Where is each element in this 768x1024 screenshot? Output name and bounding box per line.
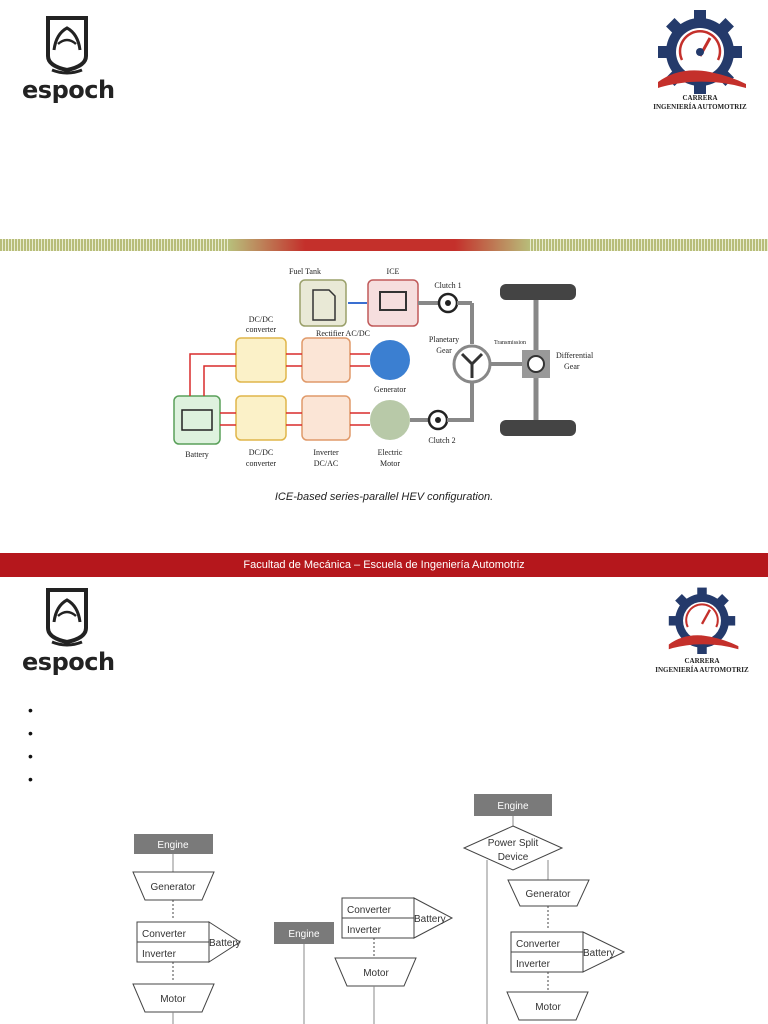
split-engine-box [474,794,552,816]
dcdc-top-label-2: converter [246,325,277,334]
split-engine-label: Engine [497,801,529,812]
espoch-logo: espoch [22,14,115,104]
psd-label-2: Device [498,852,529,863]
dcdc-bottom-label-2: converter [246,459,277,468]
fuel-tank-label: Fuel Tank [289,267,321,276]
ingenieria-label: INGENIERÍA AUTOMOTRIZ [653,103,747,111]
series-battery-label: Battery [209,938,241,949]
power-split-device-shape [462,825,564,871]
inverter-label-1: Inverter [313,448,339,457]
split-motor-label: Motor [535,1002,561,1013]
generator-label: Generator [374,385,406,394]
carrera-logo: CARRERA INGENIERÍA AUTOMOTRIZ [650,8,750,118]
series-converter-label: Converter [142,929,187,940]
wheel-top [500,284,576,300]
parallel-converter-label: Converter [347,905,392,916]
split-generator-shape [507,879,590,907]
espoch-wordmark: espoch [22,76,115,104]
electric-motor-icon [370,400,410,440]
generator-icon [370,340,410,380]
section-divider [0,239,768,251]
parallel-inverter-label: Inverter [347,925,382,936]
bullet-4: • [28,771,33,787]
dcdc-top-label-1: DC/DC [249,315,273,324]
differential-label-2: Gear [564,362,580,371]
espoch-shield-icon [46,588,88,647]
parallel-motor-label: Motor [363,968,389,979]
battery-box [173,395,221,445]
psd-label-1: Power Split [488,838,539,849]
series-generator-label: Generator [150,882,196,893]
parallel-motor-shape [334,957,417,987]
rectifier-label: Rectifier AC/DC [316,329,370,338]
hybrid-architectures-diagram: Engine Generator Converter Inverter Batt… [132,794,626,1024]
planetary-label-1: Planetary [429,335,459,344]
differential-label-1: Differential [556,351,594,360]
carrera-label: CARRERA [682,94,718,102]
gear-gauge-icon [668,587,739,654]
planetary-label-2: Gear [436,346,452,355]
bullet-3: • [28,748,33,764]
clutch1-label: Clutch 1 [434,281,461,290]
electric-motor-label-2: Motor [380,459,400,468]
ice-box [367,279,419,327]
rectifier-box [301,337,351,383]
figure-caption: ICE-based series-parallel HEV configurat… [274,491,494,503]
espoch-shield-icon [46,16,88,75]
series-motor-shape [132,983,215,1013]
series-generator-shape [132,871,215,901]
parallel-battery-label: Battery [414,914,446,925]
parallel-engine-box [274,922,334,944]
footer-text: Facultad de Mecánica – Escuela de Ingeni… [243,559,525,571]
dcdc-top-box [235,337,287,383]
parallel-engine-label: Engine [288,929,320,940]
bullet-2: • [28,725,33,741]
transmission-label: Transmission [494,340,526,346]
battery-label: Battery [185,450,209,459]
ingenieria-label: INGENIERÍA AUTOMOTRIZ [655,666,749,674]
split-generator-label: Generator [525,889,571,900]
fuel-tank-box [299,279,347,327]
clutch2-label: Clutch 2 [428,436,455,445]
series-motor-label: Motor [160,994,186,1005]
wheel-bottom [500,420,576,436]
inverter-box [301,395,351,441]
footer-bar: Facultad de Mecánica – Escuela de Ingeni… [0,553,768,577]
carrera-logo-2: CARRERA INGENIERÍA AUTOMOTRIZ [652,586,752,696]
ice-label: ICE [387,267,400,276]
electric-motor-label-1: Electric [378,448,403,457]
split-converter-label: Converter [516,939,561,950]
espoch-logo-2: espoch [22,586,115,676]
dcdc-bottom-box [235,395,287,441]
split-motor-shape [506,991,589,1021]
inverter-label-2: DC/AC [314,459,338,468]
gear-gauge-icon [658,10,746,94]
bullet-1: • [28,702,33,718]
series-inverter-label: Inverter [142,949,177,960]
carrera-label: CARRERA [684,657,720,665]
series-engine-box [134,834,213,854]
series-engine-label: Engine [157,840,189,851]
dcdc-bottom-label-1: DC/DC [249,448,273,457]
hev-configuration-figure: Fuel Tank ICE Clutch 1 Planetary Gear Tr… [173,267,594,468]
espoch-wordmark: espoch [22,648,115,676]
split-inverter-label: Inverter [516,959,551,970]
split-battery-label: Battery [583,948,615,959]
